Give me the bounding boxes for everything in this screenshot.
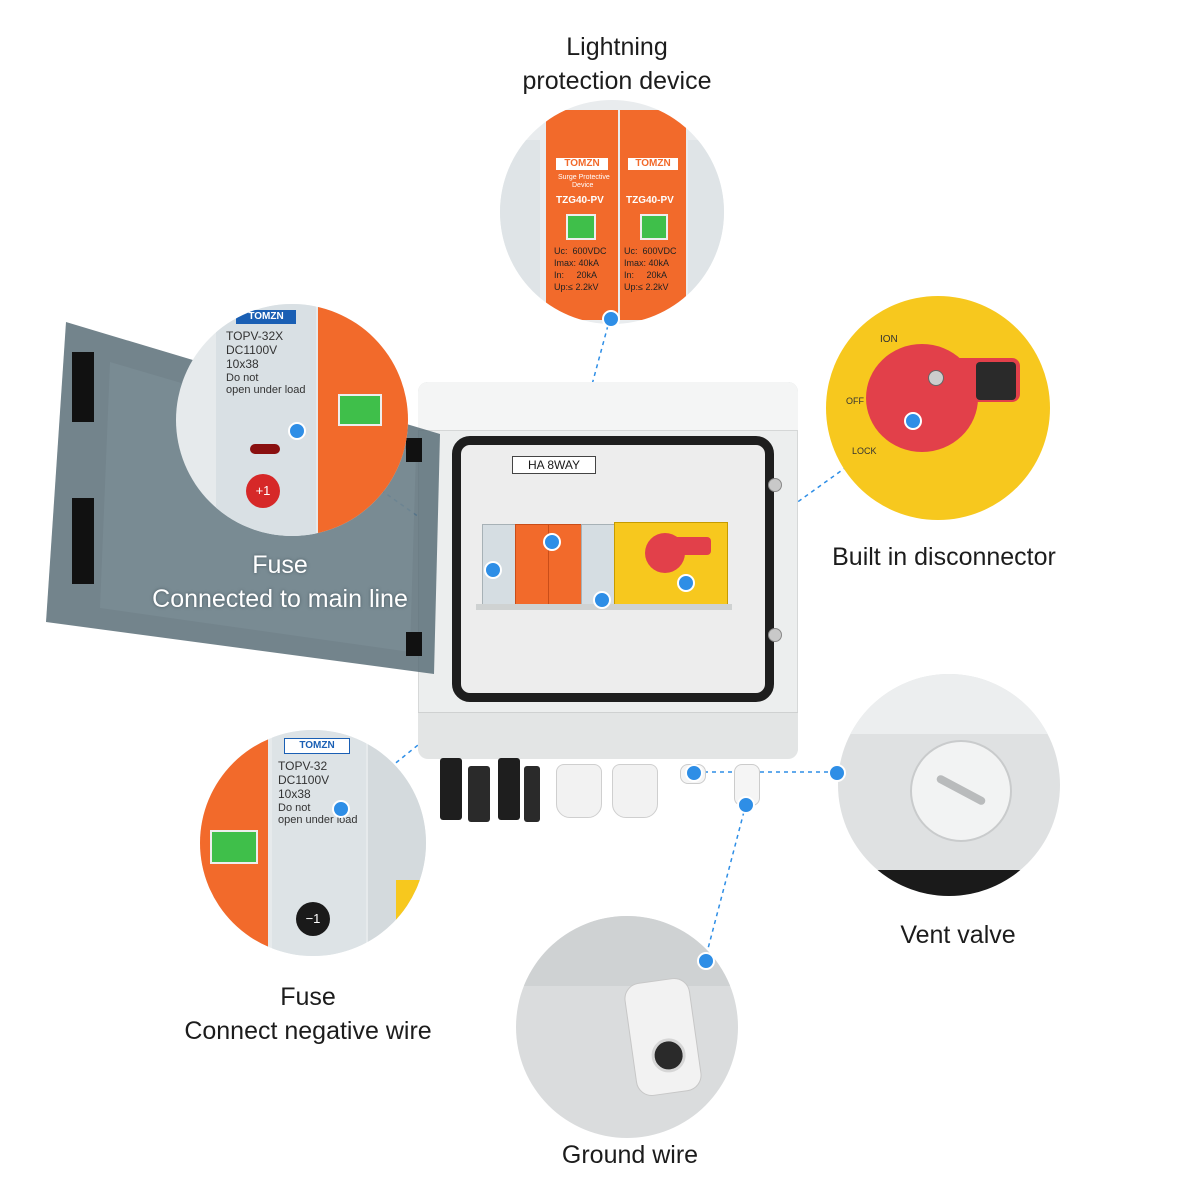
caption-fuse-negative-line1: Fuse — [280, 983, 336, 1011]
zoom-lightning-protection: TOMZN Surge Protective Device TZG40-PV U… — [500, 100, 724, 324]
marker-fuse-main — [484, 561, 502, 579]
marker-zoom-ground — [697, 952, 715, 970]
caption-fuse-negative: Fuse Connect negative wire — [148, 980, 468, 1048]
caption-vent-line1: Vent valve — [900, 921, 1016, 949]
fuse-negative-size: 10x38 — [278, 787, 311, 801]
cable-gland-2 — [612, 764, 658, 818]
caption-ground-line1: Ground wire — [561, 1141, 699, 1169]
spd-spec-2c: In: 20kA — [624, 270, 668, 280]
marker-disconnector — [677, 574, 695, 592]
marker-zoom-fuse-main — [288, 422, 306, 440]
fuse-negative-badge: −1 — [296, 902, 330, 936]
marker-ground — [737, 796, 755, 814]
fuse-model: TOPV-32X — [226, 329, 284, 343]
spd-model-2: TZG40-PV — [626, 195, 674, 206]
ground-gland — [622, 975, 704, 1099]
fuse-polarity: +1 — [255, 483, 271, 498]
marker-zoom-lightning — [602, 310, 620, 328]
marker-zoom-disconnector — [904, 412, 922, 430]
spd-brand-2: TOMZN — [628, 158, 678, 170]
spd-spec-1b: Imax: 40kA — [554, 258, 600, 268]
fuse-negative-model: TOPV-32 — [278, 759, 328, 773]
marker-zoom-fuse-negative — [332, 800, 350, 818]
caption-fuse-negative-line2: Connect negative wire — [184, 1017, 432, 1045]
caption-disconnector-line1: Built in disconnector — [832, 543, 1056, 571]
marker-zoom-vent — [828, 764, 846, 782]
spd-spec-2b: Imax: 40kA — [624, 258, 670, 268]
spd-header-1a: Surge Protective — [558, 174, 610, 181]
spd-spec-2a: Uc: 600VDC — [624, 246, 677, 256]
mc4-connectors — [440, 758, 540, 822]
spd-spec-1a: Uc: 600VDC — [554, 246, 607, 256]
caption-lightning-line1: Lightning — [566, 33, 668, 61]
fuse-size: 10x38 — [226, 357, 259, 371]
fuse-negative-polarity: −1 — [305, 911, 321, 926]
enclosure: HA 8WAY — [418, 382, 798, 759]
screw-bottom — [768, 628, 782, 642]
fuse-warning-2: open under load — [226, 384, 306, 396]
caption-fuse-main-line2: Connected to main line — [152, 585, 408, 613]
fuse-negative-warning-1: Do not — [278, 802, 311, 814]
spd-spec-1c: In: 20kA — [554, 270, 598, 280]
panel-label: HA 8WAY — [512, 456, 596, 474]
fuse-brand: TOMZN — [236, 310, 296, 324]
zoom-vent-valve — [838, 674, 1060, 896]
caption-vent: Vent valve — [860, 918, 1056, 952]
fuse-indicator — [250, 444, 280, 454]
fuse-negative-rating: DC1100V — [278, 773, 330, 787]
zoom-fuse-negative: TOMZN TOPV-32 DC1100V 10x38 Do not open … — [200, 730, 426, 956]
fuse-negative-brand: TOMZN — [284, 738, 350, 754]
caption-ground: Ground wire — [520, 1138, 740, 1172]
spd-brand-1: TOMZN — [556, 158, 608, 170]
fuse-polarity-badge: +1 — [246, 474, 280, 508]
spd-spec-1d: Up:≤ 2.2kV — [554, 282, 599, 292]
spd-model-1: TZG40-PV — [556, 195, 604, 206]
spd-spec-2d: Up:≤ 2.2kV — [624, 282, 669, 292]
zoom-ground-wire — [516, 916, 738, 1138]
zoom-fuse-main: TOMZN TOPV-32X DC1100V 10x38 Do not open… — [176, 304, 408, 536]
cable-gland-1 — [556, 764, 602, 818]
disconnector-off-label: OFF — [846, 396, 864, 406]
disconnector-module — [614, 522, 728, 606]
caption-lightning-line2: protection device — [522, 67, 712, 95]
spd-header-1b: Device — [572, 182, 594, 189]
fuse-rating: DC1100V — [226, 343, 278, 357]
disconnector-on-label: ION — [880, 334, 898, 345]
caption-disconnector: Built in disconnector — [806, 540, 1082, 574]
vent-valve-cap — [910, 740, 1012, 842]
marker-fuse-negative — [593, 591, 611, 609]
disconnector-lock-label: LOCK — [852, 446, 877, 456]
caption-fuse-main: Fuse Connected to main line — [120, 548, 440, 616]
marker-vent — [685, 764, 703, 782]
fuse-warning-1: Do not — [226, 372, 259, 384]
marker-lightning — [543, 533, 561, 551]
caption-fuse-main-line1: Fuse — [252, 551, 308, 579]
screw-top — [768, 478, 782, 492]
zoom-disconnector: ION OFF LOCK — [826, 296, 1050, 520]
caption-lightning: Lightning protection device — [470, 30, 764, 98]
